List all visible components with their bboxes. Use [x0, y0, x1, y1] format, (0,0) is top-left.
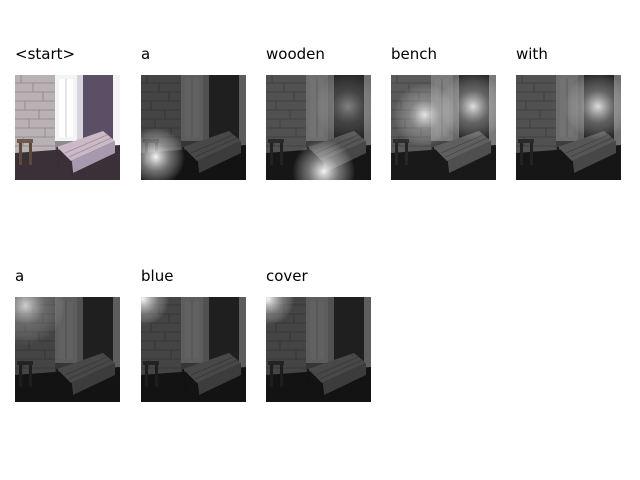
attention-map-icon — [516, 75, 621, 180]
attention-map-icon — [266, 297, 371, 402]
bedroom-photo-icon — [15, 75, 120, 180]
token-label: with — [516, 45, 548, 63]
token-label: a — [141, 45, 151, 63]
token-label: bench — [391, 45, 438, 63]
attention-map-icon — [141, 297, 246, 402]
attention-map-icon — [15, 297, 120, 402]
attention-map-icon — [141, 75, 246, 180]
token-label: blue — [141, 267, 174, 285]
token-label: wooden — [266, 45, 325, 63]
token-label: cover — [266, 267, 308, 285]
token-label: <start> — [15, 45, 76, 63]
attention-map-icon — [266, 75, 371, 180]
attention-map-icon — [391, 75, 496, 180]
token-label: a — [15, 267, 25, 285]
